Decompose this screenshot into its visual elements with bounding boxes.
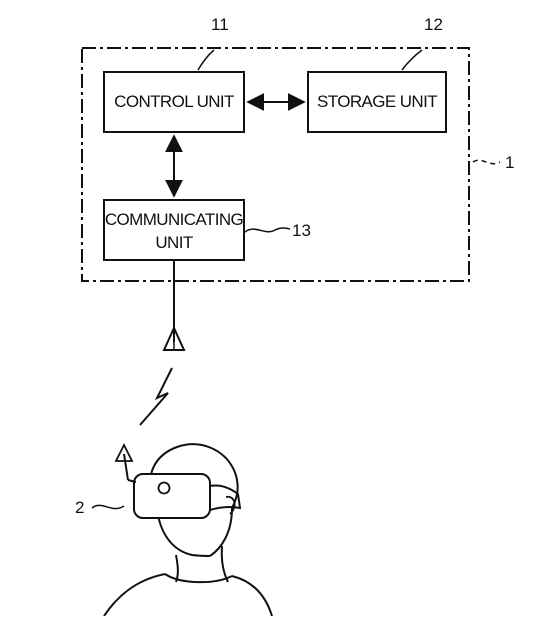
leader-line-2 [91,504,125,510]
control-unit-block: CONTROL UNIT [103,71,245,133]
communicating-unit-block: COMMUNICATING UNIT [103,199,245,261]
leader-line-1 [472,159,501,165]
ref-label-12: 12 [424,15,443,34]
ref-label-11: 11 [211,15,229,34]
storage-unit-block: STORAGE UNIT [307,71,447,133]
communicating-unit-label-line1: COMMUNICATING [105,210,243,229]
user-with-hmd-illustration [103,442,273,617]
storage-unit-label: STORAGE UNIT [317,92,437,111]
ref-label-1: 1 [505,153,514,172]
leader-line-11 [197,49,215,71]
communicating-unit-label-line2: UNIT [155,233,192,252]
device-boundary [81,47,470,282]
wireless-signal-icon [139,367,173,426]
control-unit-label: CONTROL UNIT [114,92,234,111]
leader-line-12 [401,49,423,71]
ref-label-2: 2 [75,498,84,517]
leader-line-13 [244,227,291,233]
ref-label-13: 13 [292,221,311,240]
base-antenna-icon [162,260,186,351]
head-mounted-display-icon [114,442,242,519]
